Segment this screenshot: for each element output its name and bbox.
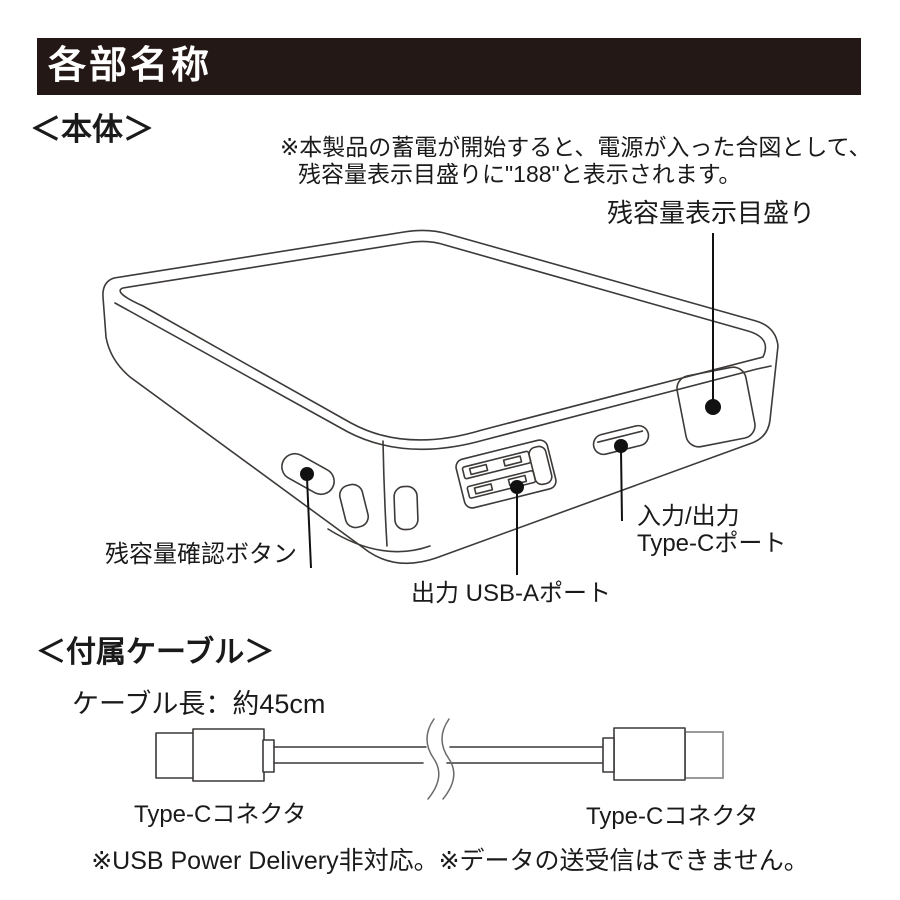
header-band: 各部名称 — [37, 38, 861, 95]
cable-right-body — [613, 727, 686, 781]
label-type-c-line1: 入力/出力 — [637, 503, 740, 530]
power-bank-illustration — [102, 229, 779, 565]
device-top-face — [119, 240, 767, 441]
type-c-dot — [614, 439, 628, 453]
label-usb-a-port: 出力 USB-Aポート — [411, 580, 612, 607]
cable-break-squiggle-left — [426, 718, 440, 800]
cable-right-tip — [684, 731, 724, 779]
label-capacity-gauge: 残容量表示目盛り — [607, 198, 816, 228]
cable-length-label: ケーブル長：約45cm — [72, 689, 326, 719]
slot-left-face — [338, 483, 370, 529]
label-capacity-button: 残容量確認ボタン — [105, 541, 297, 568]
capacity-display — [676, 366, 756, 448]
cable-break-squiggle-right — [441, 718, 455, 800]
connector-right-label: Type-Cコネクタ — [586, 803, 759, 830]
cable-section-heading: ＜付属ケーブル＞ — [36, 636, 275, 669]
page-title: 各部名称 — [48, 45, 213, 87]
callouts — [300, 233, 721, 575]
cable-left-body — [192, 728, 265, 782]
cable-right-collar — [602, 737, 615, 773]
slot-front-face — [393, 485, 419, 531]
button-leader-line — [306, 477, 312, 569]
note-line-1: ※本製品の蓄電が開始すると、電源が入った合図として、 — [280, 134, 872, 160]
cable-left-collar — [262, 739, 275, 773]
button-dot — [300, 467, 314, 481]
body-section-heading: ＜本体＞ — [30, 112, 154, 147]
gauge-dot — [705, 399, 721, 415]
device-outline — [102, 229, 779, 565]
label-type-c-port: 入力/出力 Type-Cポート — [637, 503, 786, 557]
cable-illustration — [155, 718, 724, 800]
device-corner-edge — [382, 440, 388, 547]
device-bottom-chamfer — [327, 528, 431, 553]
cable-left-tip — [155, 732, 195, 779]
usb-a-port — [455, 439, 557, 509]
capacity-check-button — [281, 452, 335, 496]
cable-footnote: ※USB Power Delivery非対応。※データの送受信はできません。 — [91, 847, 809, 875]
usb-a-dot — [510, 480, 524, 494]
label-type-c-line2: Type-Cポート — [637, 530, 787, 557]
connector-left-label: Type-Cコネクタ — [134, 801, 307, 828]
type-c-leader-line — [620, 449, 623, 522]
device-edge-chamfer — [114, 302, 772, 451]
note-line-2: 残容量表示目盛りに"188"と表示されます。 — [298, 161, 742, 187]
